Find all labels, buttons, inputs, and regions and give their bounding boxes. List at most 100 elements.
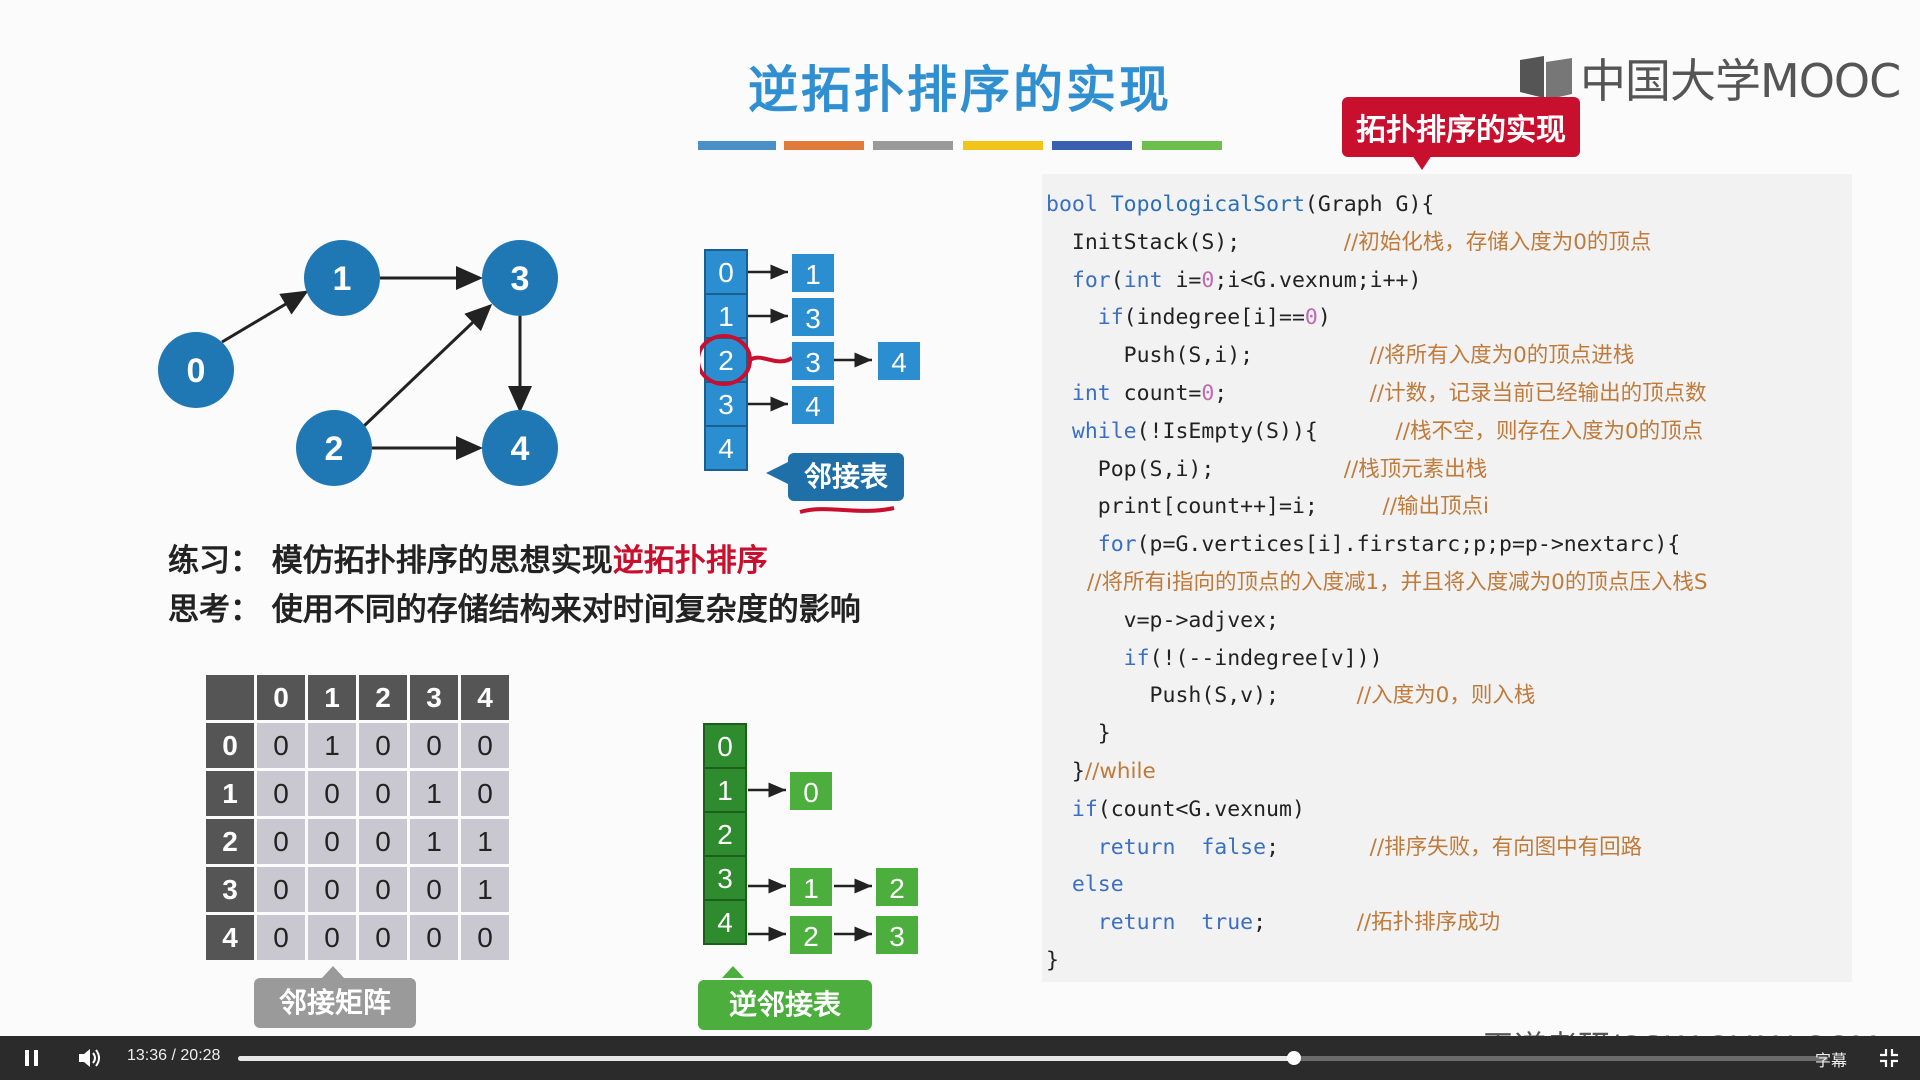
adj-list-tag-pointer (766, 460, 792, 486)
inv-row3-node-0: 1 (803, 873, 819, 904)
adj-head-2: 2 (718, 345, 734, 376)
exit-fullscreen-button[interactable] (1878, 1047, 1900, 1069)
exercise-text: 练习： 模仿拓扑排序的思想实现逆拓扑排序 (168, 535, 768, 580)
code-line: }//while (1046, 758, 1156, 784)
time-separator: / (171, 1047, 176, 1064)
code-line: } (1046, 721, 1111, 747)
mooc-logo-text: 中国大学MOOC (1580, 54, 1901, 108)
color-stripe-5 (1052, 141, 1132, 150)
progress-handle[interactable] (1286, 1051, 1301, 1065)
volume-icon (79, 1049, 100, 1067)
graph-node-4: 4 (482, 410, 558, 486)
graph-node-1-label: 1 (333, 260, 352, 298)
code-line: Pop(S,i); //栈顶元素出栈 (1046, 456, 1488, 482)
edge-2-3 (362, 303, 493, 428)
code-line: print[count++]=i; //输出顶点i (1046, 494, 1490, 520)
volume-button[interactable] (76, 1045, 104, 1071)
mooc-logo: 中国大学MOOC (1518, 45, 1901, 111)
color-stripe-3 (873, 141, 953, 150)
adj-head-4: 4 (718, 433, 734, 464)
adj-list-label: 邻接表 (788, 453, 904, 501)
code-line: if(!(--indegree[v])) (1123, 645, 1383, 671)
adjacency-list: 0 1 2 3 4 1 3 3 4 4 (700, 249, 920, 471)
code-line: if(indegree[i]==0) (1097, 305, 1331, 331)
edge-0-1 (221, 290, 309, 344)
pause-icon (25, 1050, 38, 1066)
code-line: else (1046, 872, 1124, 898)
time-display: 13:36 / 20:28 (127, 1047, 220, 1065)
inv-head-1: 1 (717, 775, 733, 806)
code-line: bool TopologicalSort(Graph G){ (1046, 192, 1435, 217)
exercise-highlight: 逆拓扑排序 (612, 543, 768, 579)
matrix-header-row: 0 1 2 3 4 (203, 672, 512, 723)
code-line: v=p->adjvex; (1046, 607, 1279, 633)
graph-node-2: 2 (296, 410, 372, 486)
duration: 20:28 (180, 1047, 221, 1064)
inv-head-0: 0 (717, 731, 733, 762)
color-stripe-6 (1142, 141, 1222, 150)
adj-list-underline (799, 506, 895, 514)
graph-node-1: 1 (304, 240, 380, 316)
color-stripe-2 (784, 141, 864, 150)
code-line: return true; //拓扑排序成功 (1046, 910, 1501, 936)
graph-node-4-label: 4 (511, 430, 530, 468)
inv-list-tag-pointer (722, 966, 744, 978)
current-time: 13:36 (127, 1047, 168, 1064)
adj-row0-node-0: 1 (805, 259, 821, 290)
pause-button[interactable] (20, 1046, 44, 1070)
inv-row4-node-0: 2 (803, 921, 819, 952)
inv-head-3: 3 (717, 863, 733, 894)
callout-badge: 拓扑排序的实现 (1342, 97, 1580, 157)
lecture-slide: 逆拓扑排序的实现 中国大学MOOC 拓扑排序的实现 0 (158, 45, 1902, 1030)
code-line: while(!IsEmpty(S)){ //栈不空，则存在入度为0的顶点 (1046, 418, 1704, 444)
code-line: //将所有i指向的顶点的入度减1，并且将入度减为0的顶点压入栈S (1046, 569, 1708, 595)
progress-bar[interactable] (238, 1051, 1828, 1065)
adj-head-3: 3 (718, 389, 734, 420)
progress-fill (238, 1056, 1294, 1061)
color-stripe-1 (698, 141, 776, 150)
code-line: } (1046, 947, 1059, 973)
mooc-book-icon (1518, 54, 1574, 102)
callout-pointer (1410, 152, 1434, 170)
adj-row3-node-0: 4 (805, 391, 821, 422)
subtitle-button[interactable]: 字幕 (1815, 1051, 1848, 1070)
graph-node-0: 0 (158, 332, 234, 408)
code-line: InitStack(S); //初始化栈，存储入度为0的顶点 (1046, 229, 1652, 255)
code-line: int count=0; //计数，记录当前已经输出的顶点数 (1046, 380, 1707, 406)
adj-row2-node-1: 4 (891, 347, 907, 378)
exit-fullscreen-icon (1880, 1049, 1898, 1067)
exercise-prefix: 练习： 模仿拓扑排序的思想实现 (168, 543, 613, 579)
code-line: return false; //排序失败，有向图中有回路 (1046, 834, 1643, 860)
code-panel (1042, 174, 1852, 982)
graph-node-0-label: 0 (187, 352, 206, 390)
adj-head-0: 0 (718, 257, 734, 288)
inv-row4-node-1: 3 (889, 921, 905, 952)
inv-row1-node-0: 0 (803, 777, 819, 808)
adj-head-1: 1 (718, 301, 734, 332)
video-player-controls: 13:36 / 20:28 字幕 (0, 1036, 1920, 1080)
code-line: if(count<G.vexnum) (1046, 796, 1305, 822)
directed-graph: 0 1 2 3 4 (158, 240, 558, 486)
code-listing: bool TopologicalSort(Graph G){ InitStack… (1046, 186, 1707, 980)
code-line: for(p=G.vertices[i].firstarc;p;p=p->next… (1046, 532, 1681, 558)
adj-row1-node-0: 3 (805, 303, 821, 334)
adj-row2-node-0: 3 (805, 347, 821, 378)
inv-head-4: 4 (717, 907, 733, 938)
graph-node-3: 3 (482, 240, 558, 316)
inv-row3-node-1: 2 (889, 873, 905, 904)
inv-adj-list-label: 逆邻接表 (698, 980, 872, 1030)
code-line: Push(S,v); //入度为0，则入栈 (1046, 683, 1536, 709)
inv-head-2: 2 (717, 819, 733, 850)
graph-node-3-label: 3 (511, 260, 530, 298)
code-line: for(int i=0;i<G.vexnum;i++) (1071, 267, 1422, 293)
thinking-text: 思考： 使用不同的存储结构来对时间复杂度的影响 (168, 592, 861, 628)
matrix-tag-pointer (322, 966, 344, 978)
color-stripe-4 (963, 141, 1043, 150)
slide-title: 逆拓扑排序的实现 (748, 61, 1172, 119)
